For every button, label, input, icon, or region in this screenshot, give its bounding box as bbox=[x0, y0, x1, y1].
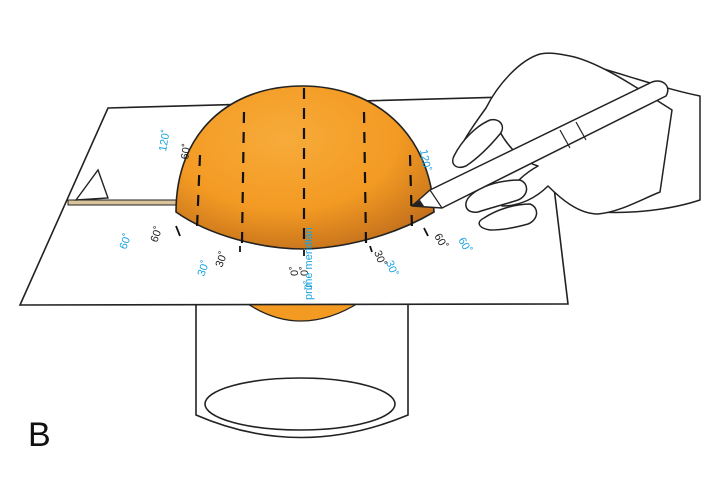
label-blue-30-left: 30˚ bbox=[196, 259, 213, 278]
label-blue-0: 0˚ bbox=[303, 280, 315, 290]
label-prime-meridian: prime meridian bbox=[303, 227, 315, 300]
glass-jar-icon bbox=[195, 299, 409, 439]
label-blue-120-left: 120˚ bbox=[157, 129, 173, 153]
meridian-lines bbox=[195, 88, 414, 248]
triangle-marker-icon bbox=[74, 168, 109, 201]
label-black-0-a: 0˚ bbox=[289, 266, 301, 276]
wooden-stick bbox=[67, 199, 189, 206]
label-black-30-right: 30˚ bbox=[371, 249, 388, 268]
label-black-30-left: 30˚ bbox=[214, 250, 231, 269]
panel-label: B bbox=[28, 416, 51, 454]
label-blue-120-right: 120˚ bbox=[417, 148, 433, 172]
base-ticks bbox=[175, 225, 429, 256]
label-black-0-b: 0˚ bbox=[299, 266, 311, 276]
label-blue-30-right: 30˚ bbox=[383, 259, 400, 278]
label-black-60-upper: 60˚ bbox=[179, 143, 194, 161]
label-black-60-lower: 60˚ bbox=[149, 225, 166, 244]
label-blue-60-left: 60˚ bbox=[118, 232, 135, 251]
pencil-icon bbox=[411, 80, 669, 209]
orange-hemisphere bbox=[175, 85, 435, 250]
